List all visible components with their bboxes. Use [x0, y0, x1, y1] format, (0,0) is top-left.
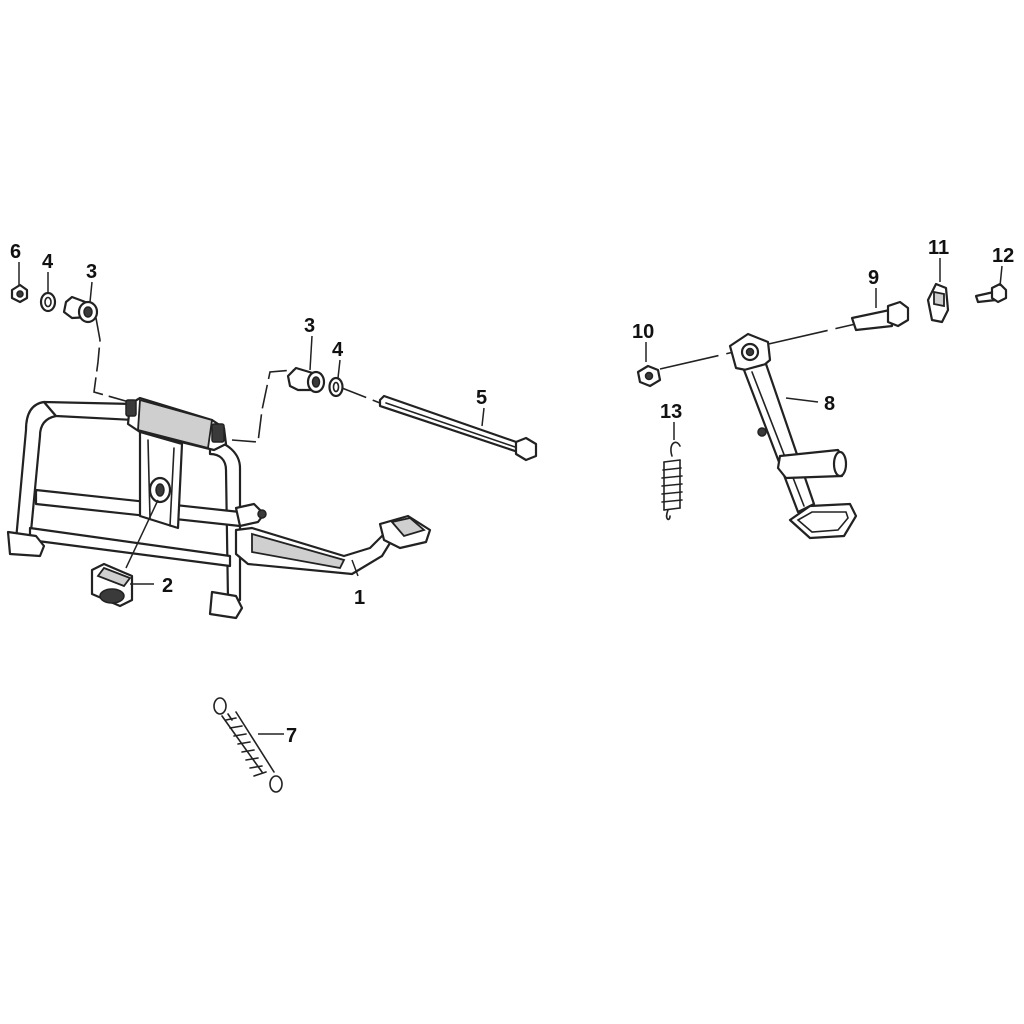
part-6-nut[interactable] — [10, 283, 29, 304]
part-7-spring[interactable] — [213, 697, 283, 793]
part-1-center-stand[interactable] — [6, 396, 432, 620]
part-3-bushing-left[interactable] — [62, 295, 99, 324]
callout-4-left: 4 — [42, 251, 54, 273]
callout-2: 2 — [162, 575, 173, 597]
part-12-screw[interactable] — [974, 282, 1008, 304]
part-11-switch[interactable] — [926, 282, 950, 324]
callout-4-right: 4 — [332, 339, 344, 361]
callout-12: 12 — [992, 245, 1014, 267]
callout-1: 1 — [354, 587, 365, 609]
callout-11: 11 — [928, 237, 949, 259]
axis-line-pivot — [341, 387, 381, 404]
part-13-spring[interactable] — [661, 441, 683, 521]
callout-8: 8 — [824, 393, 835, 415]
part-10-nut[interactable] — [636, 364, 662, 388]
part-4-washer-right[interactable] — [328, 376, 344, 398]
callout-13: 13 — [660, 401, 682, 423]
callout-7: 7 — [286, 725, 297, 747]
part-3-bushing-right[interactable] — [286, 366, 326, 394]
assembly-line-left — [93, 317, 137, 405]
callout-10: 10 — [632, 321, 654, 343]
callout-3-left: 3 — [86, 261, 97, 283]
leader-lines — [18, 258, 1003, 735]
part-4-washer-left[interactable] — [39, 291, 57, 313]
part-9-bolt[interactable] — [850, 300, 910, 332]
part-5-pivot-bolt[interactable] — [378, 394, 538, 462]
part-8-side-stand[interactable] — [728, 332, 858, 540]
part-2-stopper[interactable] — [90, 562, 134, 608]
callout-9: 9 — [868, 267, 879, 289]
assembly-line-mid — [231, 369, 295, 443]
callout-3-right: 3 — [304, 315, 315, 337]
callout-5: 5 — [476, 387, 487, 409]
callout-6: 6 — [10, 241, 21, 263]
